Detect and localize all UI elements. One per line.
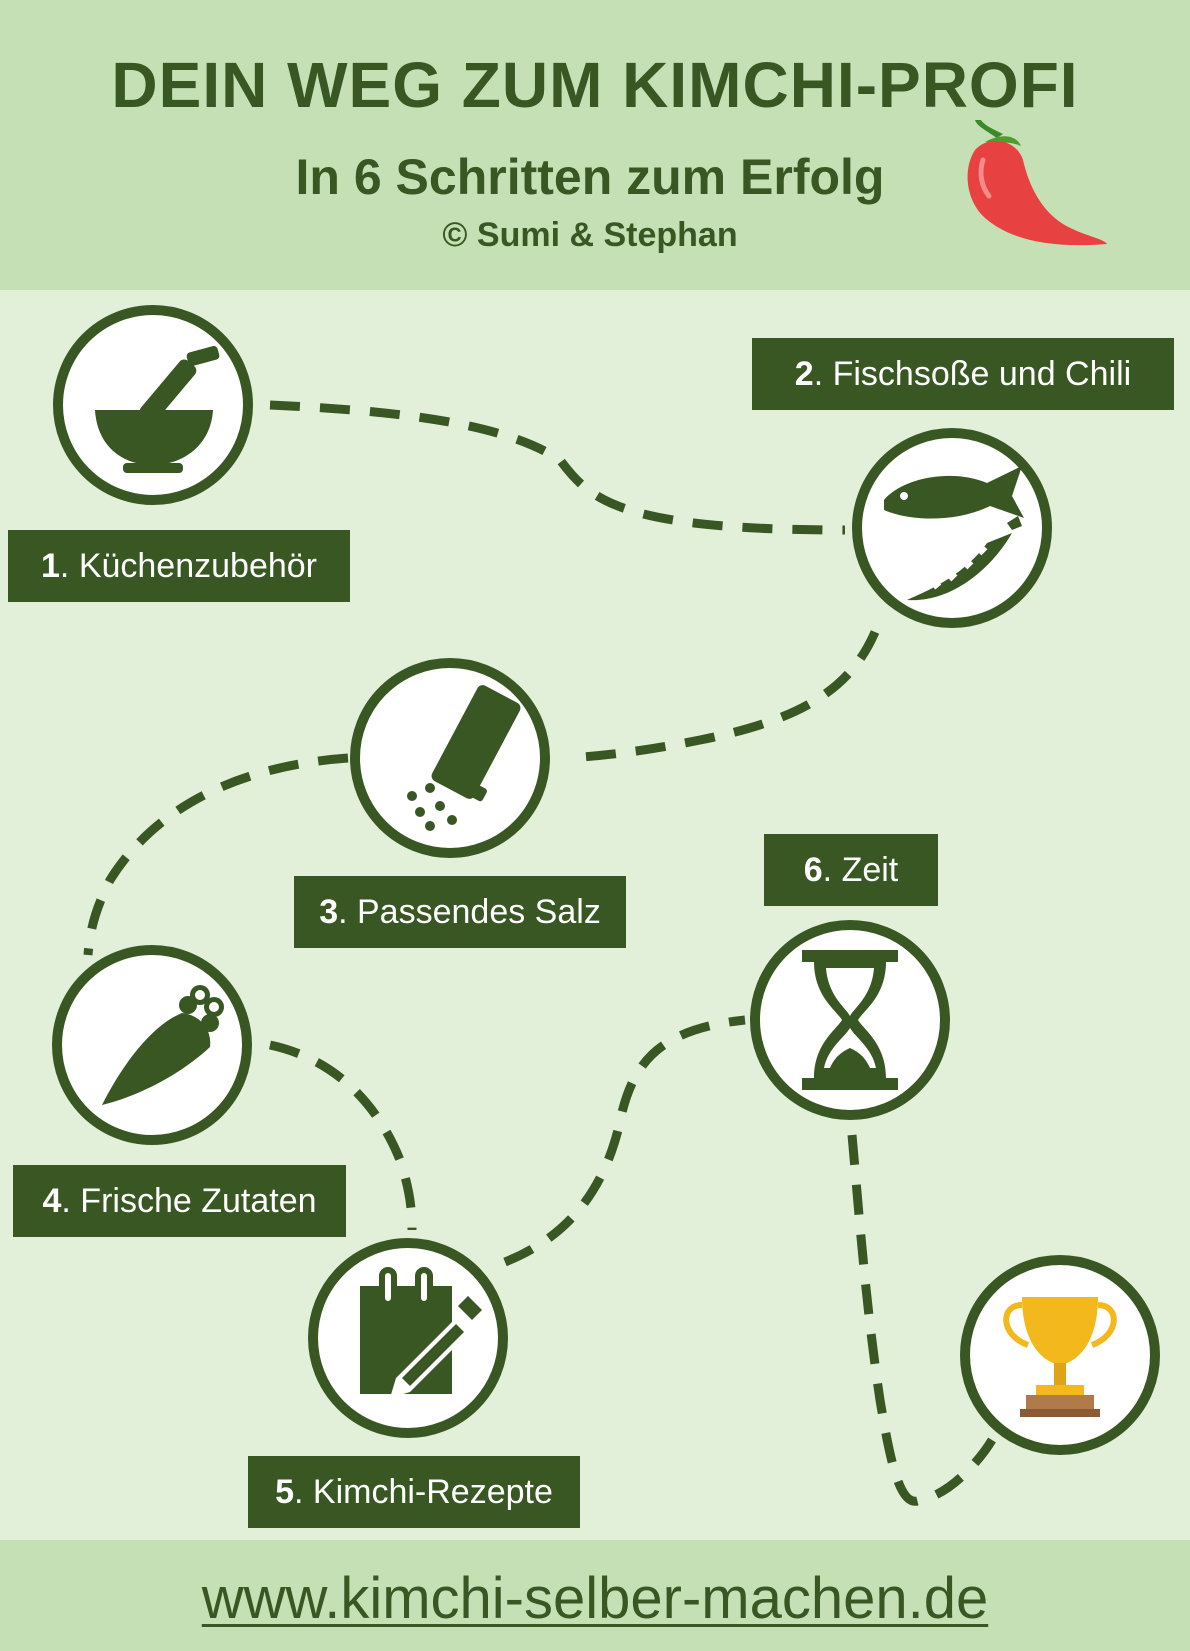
mortar-pestle-icon	[95, 345, 220, 473]
chili-pepper-icon	[967, 120, 1107, 246]
page-subtitle: In 6 Schritten zum Erfolg	[295, 149, 885, 205]
copyright-note: © Sumi & Stephan	[442, 216, 738, 254]
step-1-label: 1. Küchenzubehör	[8, 530, 350, 602]
step-2-circle	[852, 428, 1052, 628]
step-3-circle	[350, 658, 550, 858]
trophy-icon	[1003, 1297, 1117, 1417]
step-4-circle	[52, 945, 252, 1145]
salt-shaker-icon	[407, 685, 521, 831]
step-5-circle	[308, 1238, 508, 1438]
step-1-circle	[53, 305, 253, 505]
notepad-pencil-icon	[360, 1267, 482, 1398]
carrot-icon	[102, 985, 224, 1105]
step-6-circle	[750, 920, 950, 1120]
step-3-label: 3. Passendes Salz	[294, 876, 626, 948]
goal-circle	[960, 1255, 1160, 1455]
page-title: DEIN WEG ZUM KIMCHI-PROFI	[111, 49, 1079, 121]
fish-chili-icon	[884, 466, 1024, 601]
step-2-label: 2. Fischsoße und Chili	[752, 338, 1174, 410]
step-6-label: 6. Zeit	[764, 834, 938, 906]
hourglass-icon	[802, 950, 898, 1090]
step-4-label: 4. Frische Zutaten	[13, 1165, 346, 1237]
step-5-label: 5. Kimchi-Rezepte	[248, 1456, 580, 1528]
website-link[interactable]: www.kimchi-selber-machen.de	[201, 1566, 989, 1631]
footer-banner	[0, 1540, 1190, 1651]
